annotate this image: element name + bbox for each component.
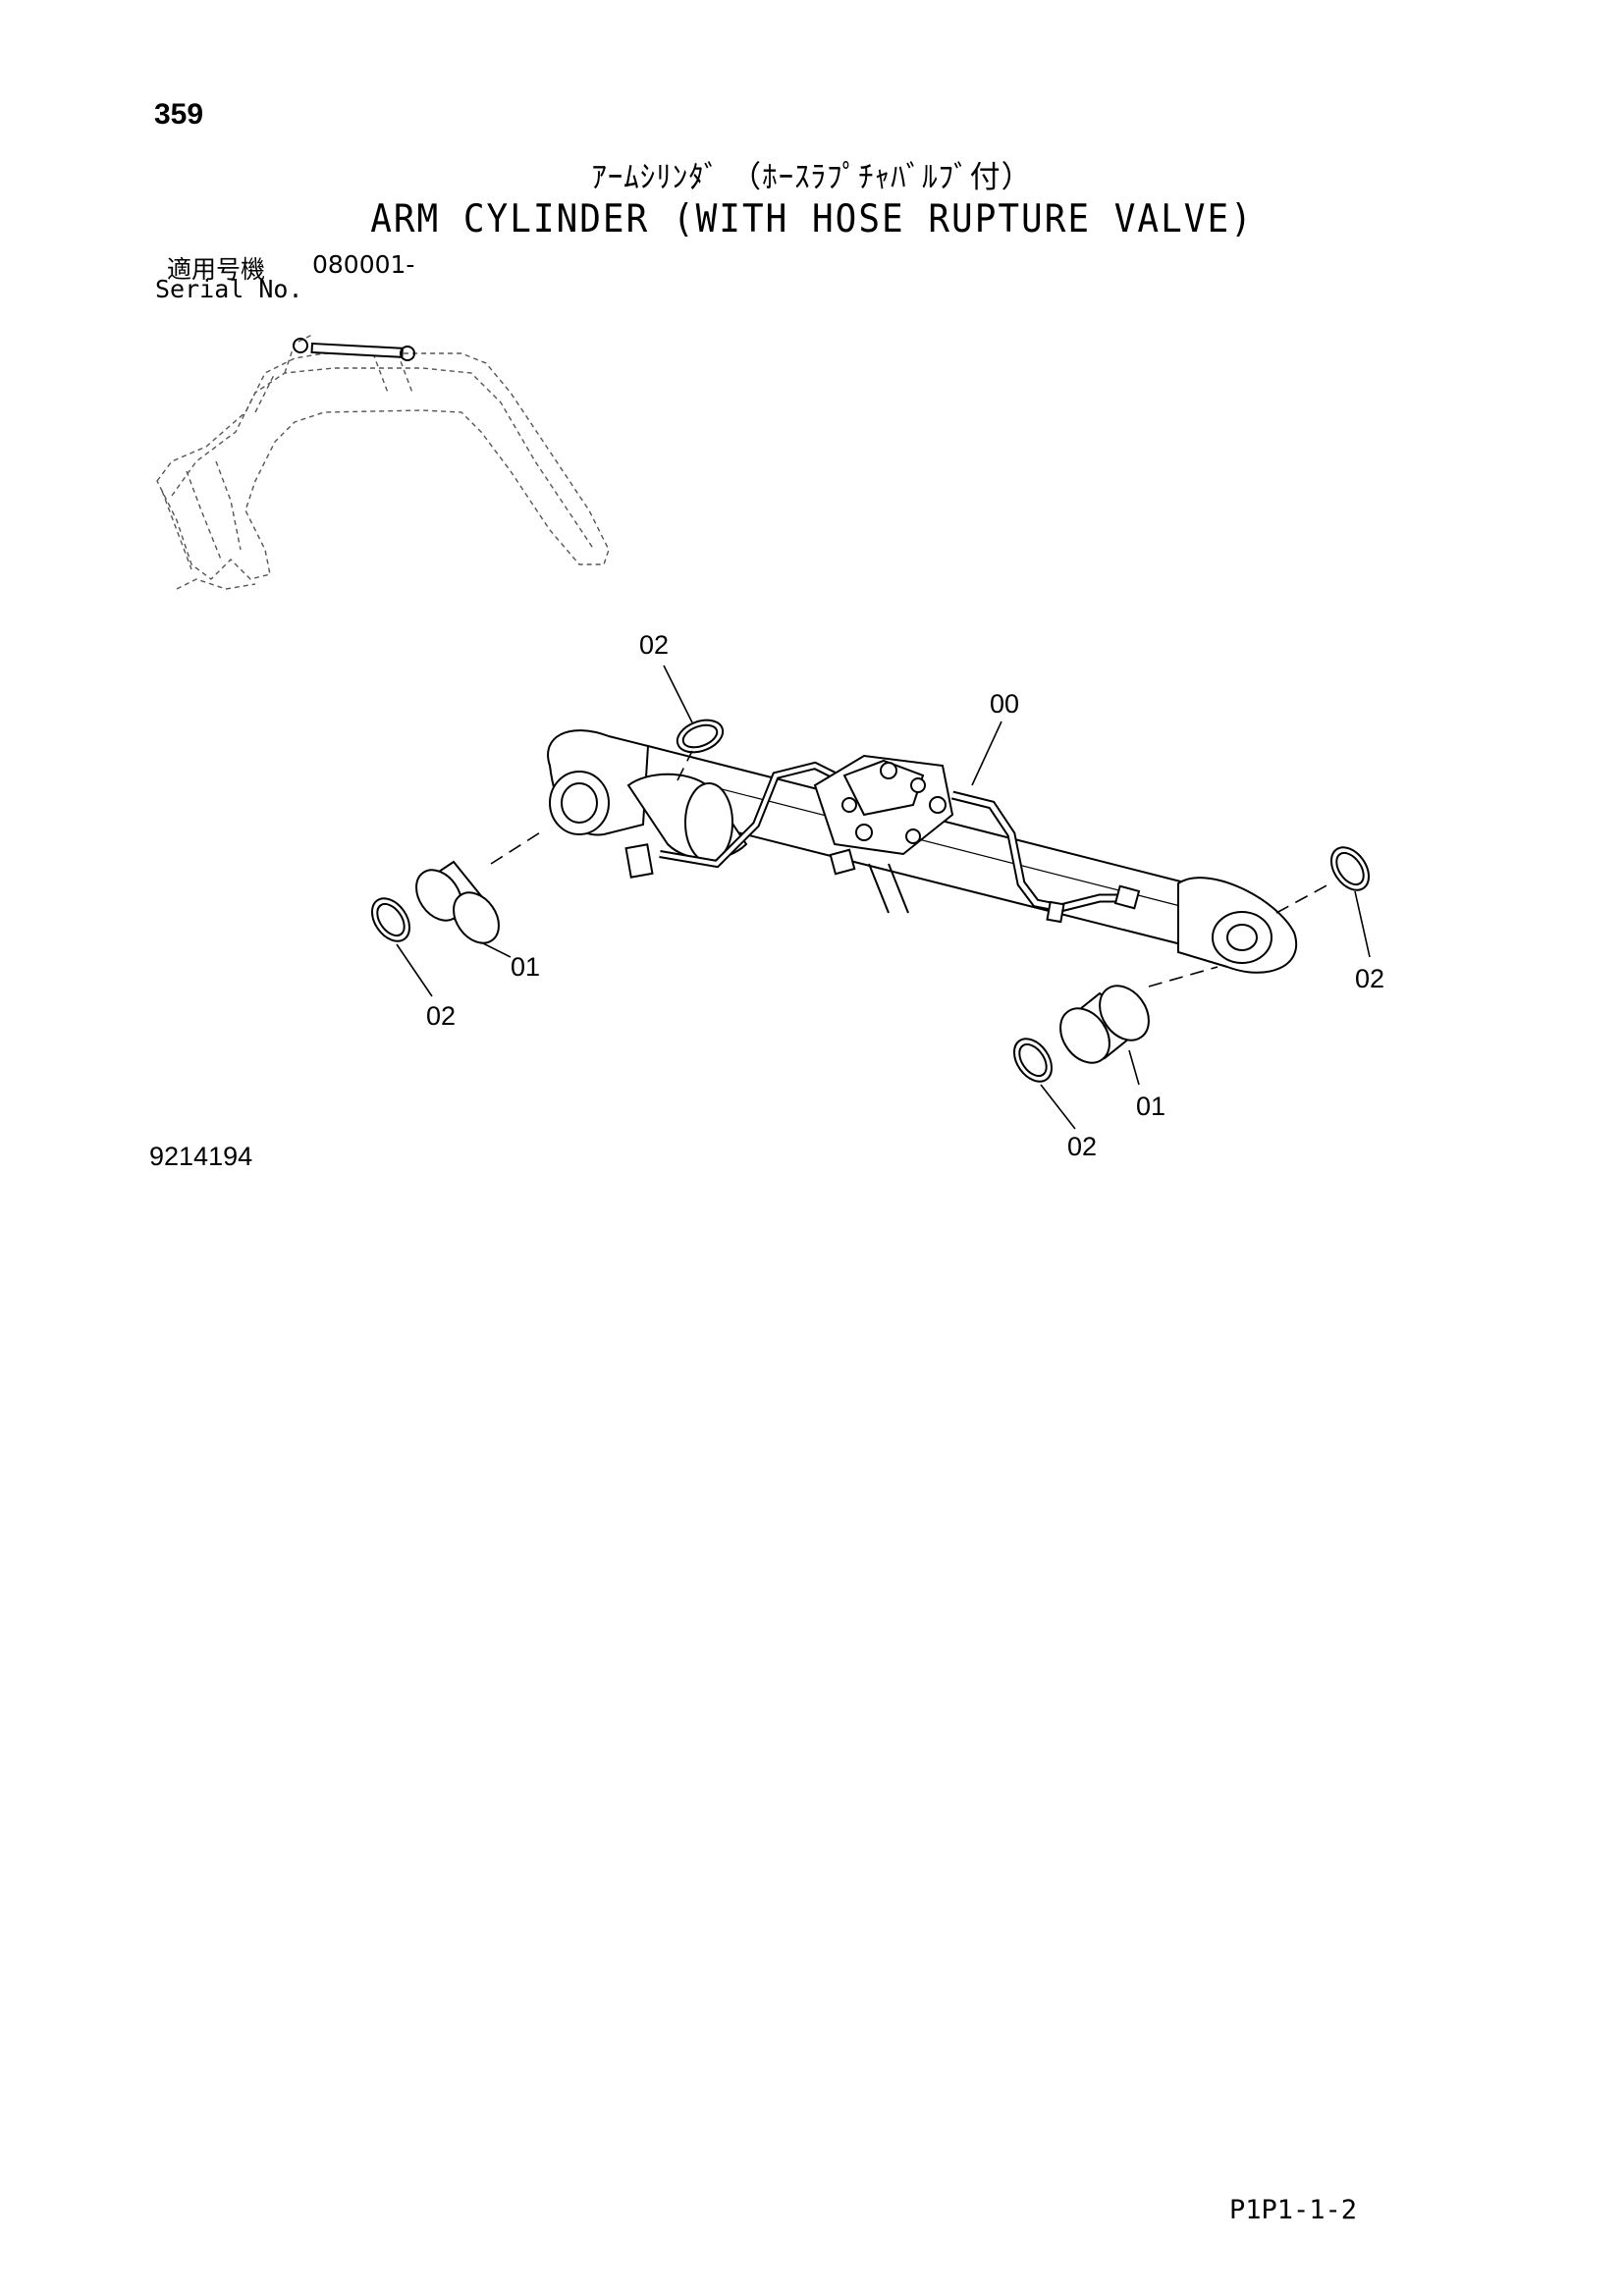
page-number: 359 — [154, 98, 204, 131]
highlighted-arm-cylinder-icon — [293, 338, 415, 361]
excavator-locator-sketch — [156, 333, 610, 590]
page-code: P1P1-1-2 — [1229, 2195, 1358, 2225]
serial-label-english: Serial No. — [155, 275, 303, 303]
loose-parts — [370, 719, 1371, 1083]
title-english: ARM CYLINDER (WITH HOSE RUPTURE VALVE) — [370, 196, 1254, 242]
callout-01-left: 01 — [511, 952, 541, 982]
serial-value: 080001- — [312, 250, 415, 279]
callout-01-bottom: 01 — [1136, 1092, 1166, 1121]
callout-00: 00 — [990, 689, 1020, 719]
leader-lines — [396, 665, 1371, 1130]
callout-02-left: 02 — [426, 1001, 457, 1031]
figure-number: 9214194 — [149, 1142, 253, 1171]
callout-02-right: 02 — [1355, 964, 1385, 993]
callout-02-bottom: 02 — [1067, 1132, 1098, 1161]
assembly-dash-lines — [490, 750, 1331, 988]
title-japanese: ｱｰﾑｼﾘﾝﾀﾞ （ﾎｰｽﾗﾌﾟﾁｬﾊﾞﾙﾌﾞ付） — [591, 160, 1033, 195]
arm-cylinder-assembly — [547, 729, 1297, 974]
serial-label-japanese: 適用号機 — [167, 255, 266, 284]
callout-02-top: 02 — [639, 630, 670, 660]
